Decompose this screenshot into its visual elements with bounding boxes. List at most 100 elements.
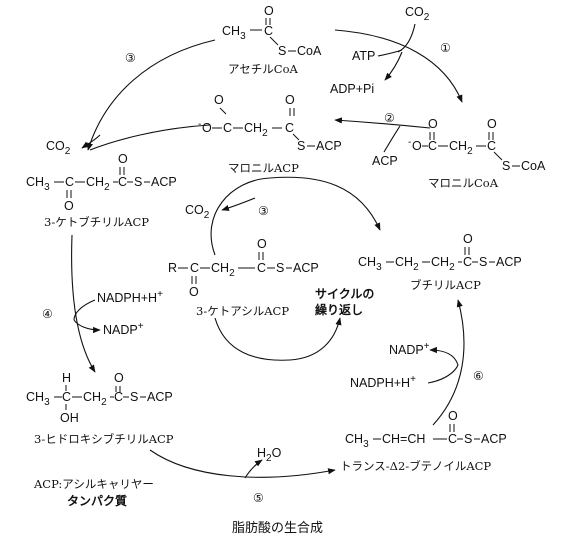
ketoacyl-ch2: CH2 <box>211 261 235 279</box>
step5-h2o-out <box>244 459 263 479</box>
butenoyl-chch: CH=CH <box>382 432 425 446</box>
inner-cycle-top-arrow <box>210 176 381 256</box>
malonyl-acp-o-top2: O <box>285 93 295 107</box>
malonyl-coa-o-top: O <box>428 117 438 131</box>
mcoa-b4 <box>493 151 503 161</box>
ketobutyryl-o-bottom: O <box>64 199 74 213</box>
malonyl-acp-structure: O O - O C CH2 C S ACP マロニルACP <box>198 93 342 175</box>
legend-line2: タンパク質 <box>67 493 127 508</box>
step1-atp: ATP <box>352 49 375 63</box>
inner-cycle-bottom-arrow <box>214 317 342 361</box>
butyryl-acp: ACP <box>496 255 522 269</box>
butyryl-ch2a: CH2 <box>395 255 419 273</box>
ketoacyl-acp-structure: O R C O CH2 C S ACP 3-ケトアシルACP <box>168 237 319 318</box>
hydroxybutyryl-c: C <box>62 390 71 404</box>
step-4: ④ NADPH+H+ NADP+ <box>42 234 163 373</box>
hydroxybutyryl-h: H <box>62 371 71 385</box>
step-3-inner: ③ CO2 <box>185 176 381 256</box>
hydroxybutyryl-ch3: CH3 <box>26 390 50 408</box>
step-6: ⑥ NADPH+H+ NADP+ <box>350 299 484 426</box>
step1-co2-in-arrow <box>397 23 416 53</box>
step5-number: ⑤ <box>253 491 264 505</box>
hydroxybutyryl-name: 3-ヒドロキシブチリルACP <box>34 432 174 446</box>
acetyl-oxygen: O <box>264 4 274 18</box>
malonyl-acp-ch2: CH2 <box>244 121 268 139</box>
step1-adp-out-arrow <box>384 51 403 81</box>
butenoyl-name: トランス-Δ2-ブテノイルACP <box>340 459 491 473</box>
step3-co2-inner: CO2 <box>185 203 210 221</box>
malonyl-acp-c1: C <box>223 121 232 135</box>
malonyl-coa-coa: CoA <box>521 159 546 173</box>
acetyl-coa-name: アセチルCoA <box>228 62 298 76</box>
step1-adp: ADP+Pi <box>330 82 374 96</box>
step6-nadp-out <box>429 346 459 366</box>
step3-co2-out-arrow <box>81 134 101 149</box>
malonyl-acp-acp: ACP <box>316 139 342 153</box>
butyryl-s: S <box>479 255 487 269</box>
ketobutyryl-c: C <box>65 175 74 189</box>
ketobutyryl-acp-structure: O CH3 C O CH2 C S ACP 3-ケトブチリルACP <box>26 152 177 229</box>
butyryl-name: ブチリルACP <box>410 278 481 292</box>
butyryl-c: C <box>463 255 472 269</box>
step6-nadph: NADPH+H+ <box>350 374 416 390</box>
butenoyl-o-top: O <box>448 409 458 423</box>
step2-acp: ACP <box>372 154 398 168</box>
ketoacyl-r: R <box>168 261 177 275</box>
cycle-label-line2: 繰り返し <box>315 302 363 317</box>
ketobutyryl-o-top: O <box>118 152 128 166</box>
step-3-outer: ③ CO2 <box>46 39 216 157</box>
step5-h2o: H2O <box>257 446 282 464</box>
malonyl-coa-ch2: CH2 <box>449 139 473 157</box>
step3-outer-arrow-2 <box>89 124 211 151</box>
step4-nadph-in <box>73 299 96 321</box>
step3-number-inner: ③ <box>258 204 269 218</box>
ketoacyl-s: S <box>276 261 284 275</box>
malonyl-acp-s: S <box>297 139 305 153</box>
butenoyl-ch3: CH3 <box>345 432 369 450</box>
ketoacyl-acp: ACP <box>293 261 319 275</box>
acetyl-carbon: C <box>264 24 273 38</box>
butyryl-ch2b: CH2 <box>431 255 455 273</box>
butenoyl-c: C <box>448 432 457 446</box>
step-5: H2O ⑤ <box>149 446 336 505</box>
step6-nadp: NADP+ <box>389 341 430 357</box>
ketobutyryl-s: S <box>134 175 142 189</box>
step2-number: ② <box>384 111 395 125</box>
malonyl-coa-c2: C <box>487 139 496 153</box>
butyryl-ch3: CH3 <box>358 255 382 273</box>
malonyl-coa-minus: - <box>408 137 411 148</box>
malonyl-coa-c1: C <box>428 139 437 153</box>
hydroxybutyryl-acp-structure: H O CH3 C OH CH2 C S ACP 3-ヒドロキシブチリルACP <box>26 371 174 446</box>
butenoyl-acp-structure: O CH3 CH=CH C S ACP トランス-Δ2-ブテノイルACP <box>340 409 507 473</box>
step3-number-outer: ③ <box>125 51 136 65</box>
malonyl-acp-c2: C <box>285 121 294 135</box>
ketoacyl-name: 3-ケトアシルACP <box>196 304 289 318</box>
cycle-label-line1: サイクルの <box>315 287 374 301</box>
ketobutyryl-name: 3-ケトブチリルACP <box>44 215 149 229</box>
step1-co2: CO2 <box>405 5 430 23</box>
malonyl-acp-name: マロニルACP <box>228 161 299 175</box>
malonyl-coa-s: S <box>502 159 510 173</box>
ketobutyryl-ch3: CH3 <box>26 175 50 193</box>
step4-nadp: NADP+ <box>103 321 144 337</box>
hydroxybutyryl-c2: C <box>114 390 123 404</box>
acetyl-coa-structure: CH3 C O S CoA アセチルCoA <box>222 4 322 76</box>
ketobutyryl-acp: ACP <box>151 175 177 189</box>
malonyl-coa-structure: O O - O C CH2 C S CoA マロニルCoA <box>408 117 546 190</box>
ketoacyl-c: C <box>190 261 199 275</box>
hydroxybutyryl-s: S <box>130 390 138 404</box>
step1-main-arrow <box>334 29 463 103</box>
step-1: CO2 ① ATP ADP+Pi <box>330 5 463 103</box>
cycle-repeat: サイクルの 繰り返し <box>214 287 374 361</box>
malonyl-coa-o-minus: O <box>412 139 422 153</box>
malonyl-coa-name: マロニルCoA <box>428 176 499 190</box>
step1-number: ① <box>440 41 451 55</box>
step2-acp-in-arrow <box>383 125 401 153</box>
ketoacyl-o-top: O <box>257 237 267 251</box>
malonyl-acp-o-top: O <box>214 93 224 107</box>
diagram-caption: 脂肪酸の生合成 <box>232 520 323 536</box>
step4-number: ④ <box>42 307 53 321</box>
step4-nadp-out <box>73 319 101 334</box>
